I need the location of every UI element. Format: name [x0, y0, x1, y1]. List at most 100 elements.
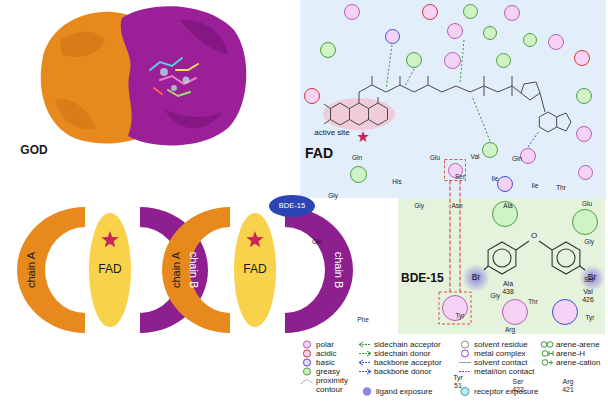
legend-icon: [360, 387, 374, 396]
residue-name: Ala 438: [500, 280, 517, 295]
cofactor-structure: [369, 103, 388, 125]
residue-circle: Gln: [504, 5, 520, 21]
atom-label: Br: [588, 273, 597, 282]
shape-label: chain B: [188, 252, 200, 289]
residue-name: Asn: [451, 202, 462, 209]
legend-symbol: [359, 353, 371, 354]
legend-text: acidic: [316, 349, 336, 358]
interaction-panel: GlnGluValGlnSerIleIleThrGluHisGlyGlyAsnA…: [300, 0, 606, 198]
legend-text: greasy: [316, 367, 340, 376]
legend-symbol: [542, 360, 548, 366]
legend-text: proximity contour: [316, 376, 356, 394]
legend-text: sidechain acceptor: [374, 340, 441, 349]
residue-circle: Glu: [422, 4, 438, 20]
highlight-box: [439, 292, 471, 324]
legend-icon: [358, 340, 372, 349]
legend-symbol: [542, 351, 548, 357]
residue-name: Gln: [352, 154, 362, 161]
label-box: O: [531, 232, 537, 241]
residue-circle: Thr: [548, 34, 564, 50]
ligand-structure: [484, 241, 585, 274]
link-line-parallel: [449, 181, 450, 293]
legend-text: sidechain donor: [374, 349, 430, 358]
legend-entry: greasy: [300, 367, 340, 376]
legend-symbol: [549, 361, 553, 365]
legend-icon: [300, 367, 314, 376]
residue-circle: Ser: [447, 23, 463, 39]
bound-ligand: [171, 85, 177, 91]
panel-title: BDE-15: [401, 272, 444, 285]
legend-symbol: [459, 371, 471, 372]
figure-part-label: GOD: [20, 144, 47, 157]
residue-name: Arg: [505, 326, 515, 333]
interaction-line: [405, 69, 414, 86]
ellipse-shape: [269, 195, 315, 217]
residue-circle: His: [385, 29, 400, 44]
residue-circle: Val 426: [572, 209, 598, 235]
cofactor-structure: [557, 113, 571, 131]
cofactor-ellipse: FAD: [233, 212, 277, 328]
legend-icon: [458, 358, 472, 367]
residue-name: Tyr: [455, 312, 464, 319]
shape-label: chain A: [170, 252, 182, 288]
residue-name: Tyr: [585, 314, 594, 321]
residue-name: Tyr 51: [450, 374, 467, 389]
legend-icon: [300, 376, 314, 385]
legend-swatch: [303, 368, 310, 375]
cofactor-structure: [331, 103, 350, 125]
legend-swatch: [303, 341, 310, 348]
interaction-line: [528, 131, 539, 147]
legend-entry: receptor exposure: [458, 387, 538, 396]
legend-icon: [300, 349, 314, 358]
subunit-arc: chain A: [15, 205, 85, 335]
legend-entry: sidechain donor: [358, 349, 430, 358]
subunit-arc-shape: [162, 207, 230, 333]
residue-circle: Gly: [320, 42, 336, 58]
residue-circle: Thr: [520, 148, 536, 164]
legend-icon: [540, 340, 554, 349]
bound-ligand: [183, 77, 190, 84]
legend-swatch: [303, 359, 310, 366]
residue-circle: Tyr: [578, 165, 593, 180]
legend-entry: ligand exposure: [360, 387, 432, 396]
cofactor-ellipse: BDE-15: [268, 194, 316, 218]
residue-circle: Ser 422: [502, 299, 528, 325]
residue-name: Gly: [584, 238, 594, 245]
legend-text: polar: [316, 340, 334, 349]
residue-circle: Ser: [576, 126, 592, 142]
bound-ligand: [160, 76, 196, 84]
legend-entry: sidechain acceptor: [358, 340, 441, 349]
legend-entry: solvent contact: [458, 358, 527, 367]
ligand-structure: [493, 249, 511, 267]
subunit-arc-shape: [285, 207, 353, 333]
interaction-line: [386, 45, 392, 89]
residue-name: Gly: [490, 292, 500, 299]
legend-entry: arene-H: [540, 349, 585, 358]
link-group: [439, 160, 471, 325]
residue-circle: Gly: [482, 142, 498, 158]
residue-name: Thr: [556, 184, 566, 191]
residue-circle: Ile: [483, 26, 497, 40]
residue-name: Glu: [430, 154, 440, 161]
label-box: GOD: [20, 144, 47, 157]
panel-title: FAD: [305, 146, 333, 161]
legend-symbol: [367, 351, 371, 356]
legend-symbol: [359, 342, 363, 347]
residue-circle: Glu: [304, 88, 320, 104]
active-site-star: [357, 131, 368, 142]
legend-text: metal complex: [474, 349, 526, 358]
shape-label: FAD: [98, 263, 121, 276]
residue-name: Gly: [414, 202, 424, 209]
residue-name: Glu: [312, 238, 322, 245]
residue-name: Ser: [455, 173, 465, 180]
legend-entry: arene-cation: [540, 358, 600, 367]
subunit-arc-shape: [17, 207, 85, 333]
legend-text: solvent residue: [474, 340, 528, 349]
legend-text: backbone acceptor: [374, 358, 442, 367]
legend-icon: [458, 340, 472, 349]
legend-text: arene-cation: [556, 358, 600, 367]
residue-circle: Asn: [444, 52, 461, 69]
legend-icon: [540, 358, 554, 367]
panel-ground: [300, 0, 606, 198]
label-box: active site: [313, 129, 351, 138]
